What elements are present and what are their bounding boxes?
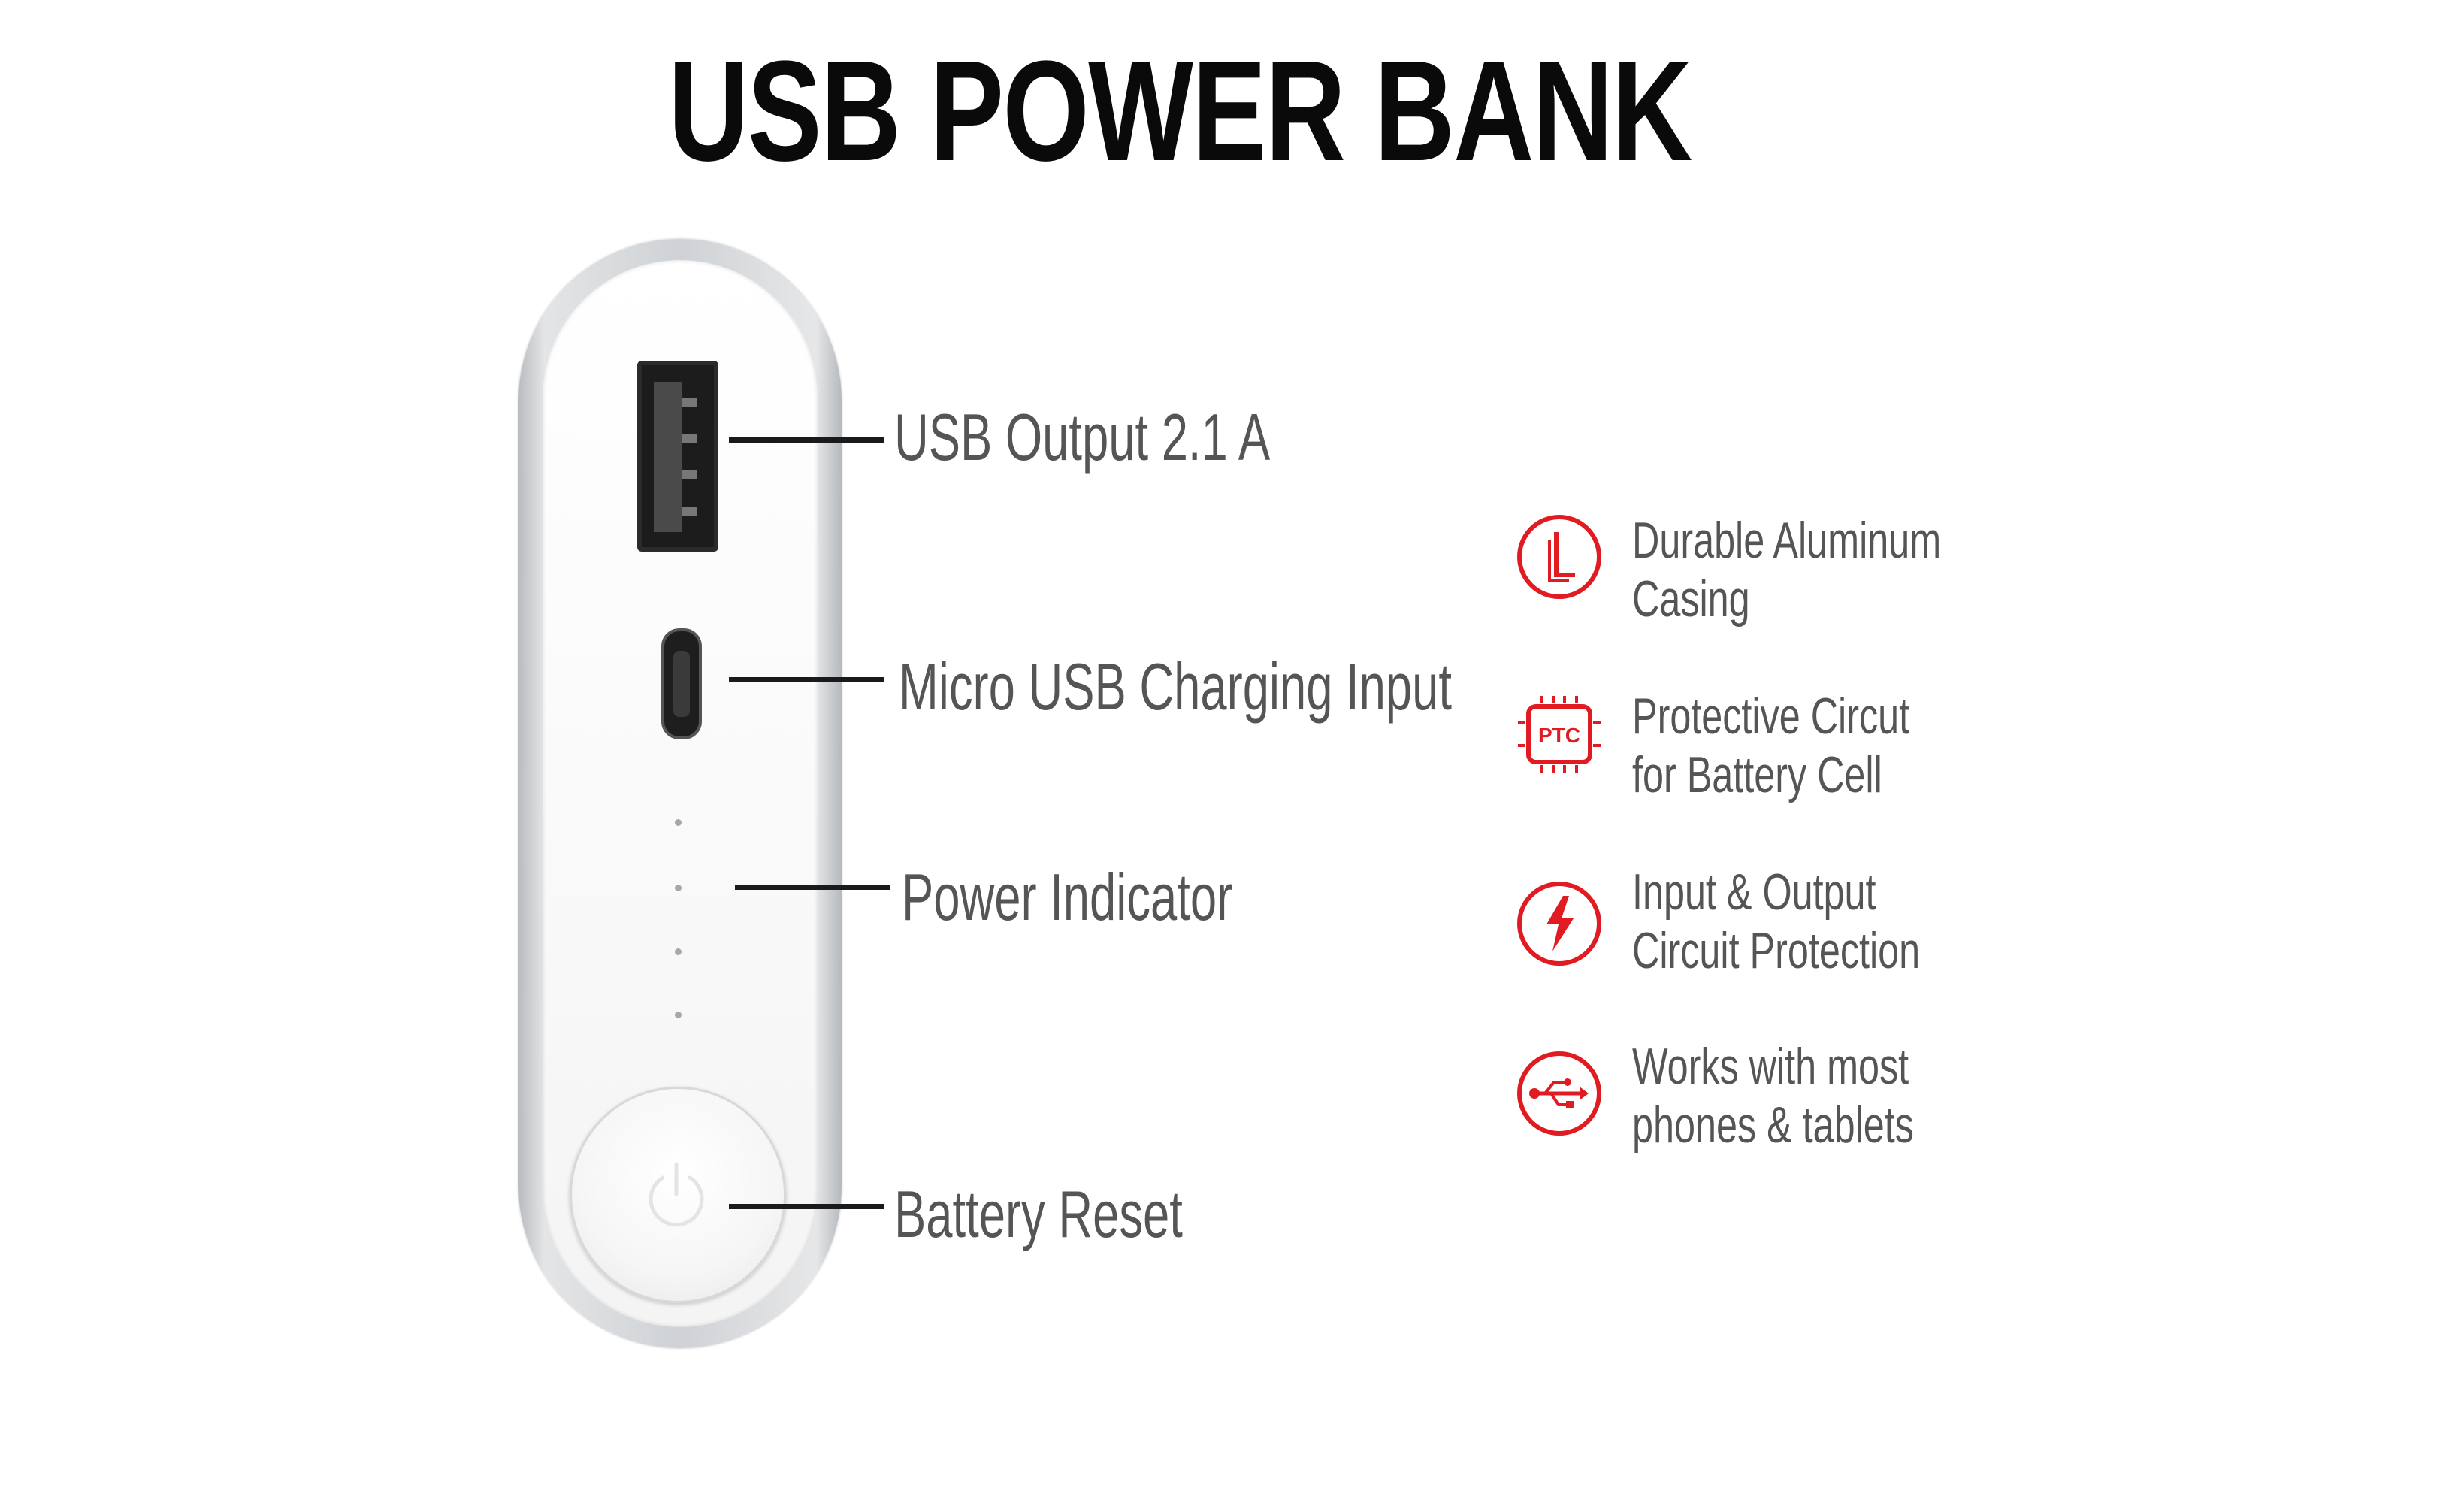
battery-reset-button [570,1087,786,1303]
usb-output-port [637,361,718,552]
power-indicator-led [675,1012,682,1018]
feature-text-line: Input & Output [1632,863,1876,921]
micro-usb-label: Micro USB Charging Input [899,649,1453,724]
feature-text-line: Casing [1632,570,1750,628]
power-indicator-label: Power Indicator [902,860,1233,934]
battery-reset-label: Battery Reset [894,1177,1183,1251]
ptc-chip-icon: PTC [1518,696,1601,773]
power-indicator-led [675,948,682,955]
feature-text-line: Durable Aluminum [1632,512,1942,569]
usb-output-leader-line [729,437,884,443]
feature-text-line: for Battery Cell [1632,746,1882,803]
feature-text-line: Circuit Protection [1632,922,1921,979]
feature-text-line: Protective Circut [1632,688,1910,745]
power-indicator-led [675,885,682,891]
micro-usb-port [661,628,702,739]
feature-text-line: Works with most [1632,1038,1909,1095]
page-title: USB POWER BANK [668,32,1692,191]
lightning-bolt-icon [1517,882,1601,966]
ptc-label: PTC [1538,724,1580,747]
micro-usb-leader-line [729,677,884,682]
feature-text-line: phones & tablets [1632,1096,1914,1154]
usb-symbol-icon [1517,1051,1601,1136]
usb-output-label: USB Output 2.1 A [894,400,1271,474]
power-indicator-leader-line [735,885,890,890]
power-indicator-led [675,819,682,826]
power-icon [649,1162,704,1227]
battery-reset-leader-line [729,1204,884,1209]
aluminum-casing-icon [1517,515,1601,599]
